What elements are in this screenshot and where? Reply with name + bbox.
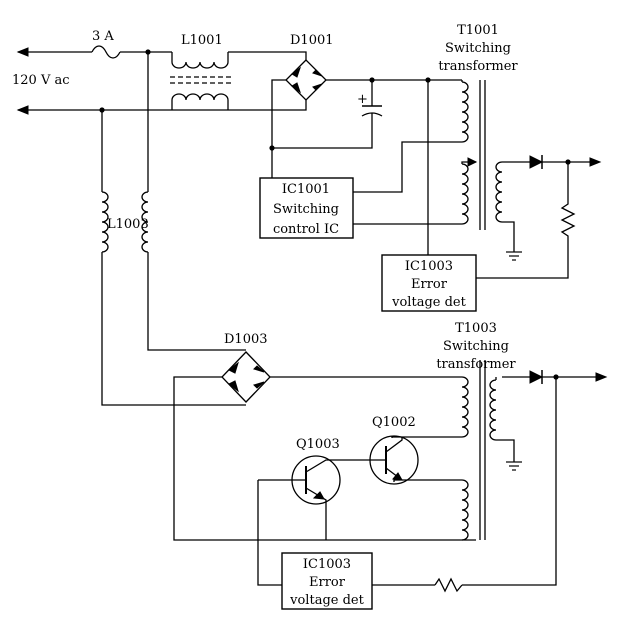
l1001-label: L1001 xyxy=(181,33,223,48)
l1003-choke xyxy=(101,52,246,406)
input-voltage-label: 120 V ac xyxy=(12,73,70,88)
t1003-transformer xyxy=(372,360,608,593)
t1001-switching-label: Switching xyxy=(445,41,511,56)
wire-d1001-minus xyxy=(271,79,286,178)
ground-symbol-t1001 xyxy=(506,251,522,261)
d1001-bridge xyxy=(285,59,327,101)
fuse xyxy=(91,45,121,59)
ic1003-lower-box: IC1003 Error voltage det xyxy=(281,552,373,610)
input-lines xyxy=(16,47,228,115)
q1002-transistor xyxy=(340,435,419,485)
ic1001-line3: control IC xyxy=(273,222,339,237)
ic1003-upper-line2: Error xyxy=(411,277,448,292)
ground-symbol-t1003 xyxy=(506,461,522,471)
ic1003-upper-line3: voltage det xyxy=(391,295,466,310)
ic1001-line2: Switching xyxy=(273,202,339,217)
ic1001-line1: IC1001 xyxy=(282,182,330,197)
t1001-transformer-label: transformer xyxy=(438,59,518,74)
capacitor-plus-sign: + xyxy=(357,92,368,107)
ic1003-upper-box: IC1003 Error voltage det xyxy=(381,254,477,312)
ic1003-lower-line1: IC1003 xyxy=(303,557,351,572)
q1003-label: Q1003 xyxy=(296,437,340,452)
t1001-label: T1001 xyxy=(457,23,499,38)
d1003-bridge xyxy=(173,351,476,541)
q1002-label: Q1002 xyxy=(372,415,416,430)
t1003-label: T1003 xyxy=(455,321,497,336)
l1003-label: L1003 xyxy=(107,217,149,232)
fuse-label: 3 A xyxy=(92,29,114,44)
t1003-switching-label: Switching xyxy=(443,339,509,354)
wire-l1001-to-d1001 xyxy=(228,51,307,60)
q1003-transistor xyxy=(257,455,341,586)
ic1001-box: IC1001 Switching control IC xyxy=(259,177,354,239)
filter-capacitor xyxy=(272,80,383,149)
ic1003-lower-line3: voltage det xyxy=(289,593,364,608)
ic1003-upper-line1: IC1003 xyxy=(405,259,453,274)
wire-l1001-to-d1001-bottom xyxy=(228,100,307,111)
l1001-choke xyxy=(170,52,232,110)
t1003-transformer-label: transformer xyxy=(436,357,516,372)
d1001-label: D1001 xyxy=(290,33,334,48)
t1001-transformer xyxy=(353,80,602,279)
d1003-label: D1003 xyxy=(224,332,268,347)
ic1003-lower-line2: Error xyxy=(309,575,346,590)
